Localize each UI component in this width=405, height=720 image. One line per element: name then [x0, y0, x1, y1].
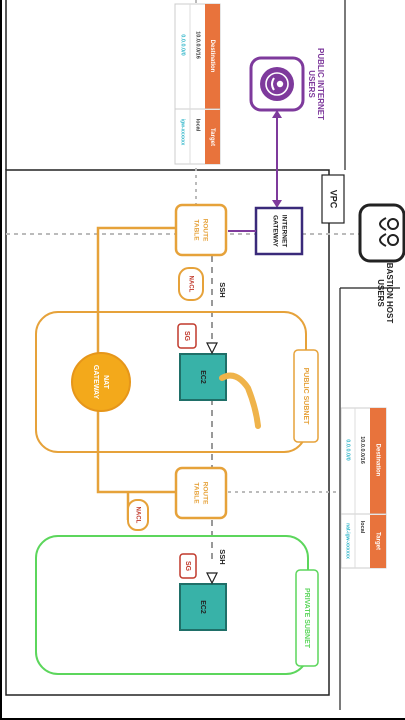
ec2-private-label: EC2: [199, 600, 206, 614]
route-table-label-line2: TABLE: [192, 219, 199, 241]
cell: igw-xxxxxx: [180, 119, 186, 146]
arrow-down-icon: [272, 200, 282, 208]
route-table-label-line1: ROUTE: [201, 219, 208, 242]
public-subnet-label-box: [293, 349, 319, 443]
public-subnet-label: PUBLIC SUBNET: [302, 368, 309, 426]
vpc-label-box: [321, 174, 345, 224]
sg-private-box: [179, 553, 197, 579]
route-table-box-top: [174, 203, 228, 257]
arrow-up-icon: [272, 110, 282, 118]
ssh-label-private: SSH: [218, 549, 227, 564]
igw-label-line2: GATEWAY: [271, 215, 278, 247]
sg-private-label: SG: [184, 561, 191, 572]
ec2-public-label: EC2: [199, 370, 206, 384]
cell: 10.0.0.0/16: [195, 31, 201, 59]
header-target-label: Target: [209, 128, 215, 146]
bastion-users-frame: [358, 203, 405, 263]
igw-label-line1: INTERNET: [280, 215, 287, 248]
route-table-middle: Destination Target 10.0.0.0/16 local 0.0…: [340, 407, 387, 569]
private-subnet-label: PRIVATE SUBNET: [303, 588, 310, 649]
vpc-boundary: [5, 169, 330, 696]
bastion-label-line1: BASTION HOST: [385, 263, 394, 324]
ec2-private: [179, 583, 227, 631]
cell: nat-igw-xxxxxx: [345, 523, 351, 559]
header-destination-label: Destination: [209, 40, 215, 73]
header-destination-label: Destination: [374, 444, 380, 477]
public-users-label-line2: USERS: [307, 70, 316, 98]
route-to-nat-link: [96, 226, 176, 356]
nat-label-line2: GATEWAY: [92, 365, 99, 400]
cell: 0.0.0.0/0: [180, 34, 186, 55]
header-destination: [370, 408, 386, 514]
nacl-private-label: NACL: [134, 507, 140, 524]
ec2-public: [179, 353, 227, 401]
cell: local: [195, 119, 201, 132]
nat-gateway: [71, 352, 131, 412]
ssh-arrow-public-icon: [206, 342, 218, 355]
bastion-host-users: BASTION HOST USERS: [358, 203, 405, 324]
header-target: [370, 515, 386, 568]
nat-label-line1: NAT: [102, 375, 109, 390]
sg-public-box: [177, 323, 197, 349]
private-subnet-label-box: [295, 569, 319, 667]
sg-public-label: SG: [183, 331, 190, 342]
cell: 10.0.0.0/16: [359, 436, 365, 464]
nacl-public-box: [178, 267, 204, 301]
user-group-icon: [387, 218, 399, 230]
bastion-label-line2: USERS: [376, 279, 385, 307]
route-table-label-line2: TABLE: [192, 482, 199, 504]
nacl-private-box: [127, 499, 149, 531]
nat-to-private-route-link: [96, 410, 176, 494]
public-users-label-line1: PUBLIC INTERNET: [316, 48, 325, 120]
header-target-label: Target: [374, 532, 380, 550]
vpc-label: VPC: [329, 190, 339, 209]
public-internet-users: PUBLIC INTERNET USERS: [249, 48, 325, 120]
header-destination: [205, 4, 220, 109]
route-table-box-private: [174, 466, 228, 520]
ssh-arrow-private-icon: [206, 572, 218, 585]
route-table-label-line1: ROUTE: [201, 482, 208, 505]
route-table-top: Destination Target 10.0.0.0/16 local 0.0…: [174, 3, 221, 165]
nacl-public-label: NACL: [187, 276, 193, 293]
header-target: [205, 110, 220, 164]
cell: local: [359, 521, 365, 534]
finger-pointer: [219, 372, 261, 429]
ssh-label-public: SSH: [218, 282, 227, 297]
cell: 0.0.0.0/0: [345, 439, 351, 460]
